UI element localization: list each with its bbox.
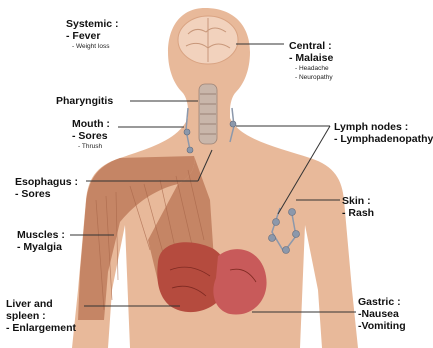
label-skin: Skin : - Rash xyxy=(342,195,374,219)
label-pharyngitis-title: Pharyngitis xyxy=(56,95,113,107)
label-systemic-title: Systemic : xyxy=(66,18,119,30)
label-esophagus-main: - Sores xyxy=(15,188,78,200)
pharynx-illustration xyxy=(199,84,217,144)
label-muscles: Muscles : - Myalgia xyxy=(17,229,65,253)
label-systemic-main: - Fever xyxy=(66,30,119,42)
label-central-main: - Malaise xyxy=(289,52,333,64)
label-mouth-title: Mouth : xyxy=(72,118,110,130)
lymph-node xyxy=(289,209,296,216)
label-esophagus-title: Esophagus : xyxy=(15,176,78,188)
label-central-minor1: - Headache xyxy=(289,65,333,72)
label-muscles-main: - Myalgia xyxy=(17,241,65,253)
label-gastric-main2: -Vomiting xyxy=(358,320,406,332)
lymph-node xyxy=(230,121,236,127)
label-lymph-nodes: Lymph nodes : - Lymphadenopathy xyxy=(334,121,433,145)
label-liver-spleen: Liver and spleen : - Enlargement xyxy=(6,298,76,334)
label-systemic: Systemic : - Fever - Weight loss xyxy=(66,18,119,51)
lymph-node xyxy=(269,235,276,242)
label-pharyngitis: Pharyngitis xyxy=(56,95,113,107)
label-skin-main: - Rash xyxy=(342,207,374,219)
lymph-node xyxy=(187,147,193,153)
label-central-minor2: - Neuropathy xyxy=(289,74,333,81)
label-gastric-main: -Nausea xyxy=(358,308,406,320)
label-liver-main: - Enlargement xyxy=(6,322,76,334)
label-central-title: Central : xyxy=(289,40,333,52)
label-skin-title: Skin : xyxy=(342,195,374,207)
label-gastric-title: Gastric : xyxy=(358,296,406,308)
label-systemic-minor: - Weight loss xyxy=(66,43,119,50)
label-mouth: Mouth : - Sores - Thrush xyxy=(72,118,110,151)
label-mouth-main: - Sores xyxy=(72,130,110,142)
label-gastric: Gastric : -Nausea -Vomiting xyxy=(358,296,406,332)
lymph-node xyxy=(283,247,290,254)
lymph-node xyxy=(293,231,300,238)
label-liver-title2: spleen : xyxy=(6,310,76,322)
abdominal-organs xyxy=(157,242,266,314)
label-mouth-minor: - Thrush xyxy=(72,143,110,150)
lymph-node xyxy=(273,219,280,226)
label-central: Central : - Malaise - Headache - Neuropa… xyxy=(289,40,333,81)
label-lymph-title: Lymph nodes : xyxy=(334,121,433,133)
label-esophagus: Esophagus : - Sores xyxy=(15,176,78,200)
label-lymph-main: - Lymphadenopathy xyxy=(334,133,433,145)
lymph-node xyxy=(184,129,190,135)
label-liver-title: Liver and xyxy=(6,298,76,310)
label-muscles-title: Muscles : xyxy=(17,229,65,241)
brain-illustration xyxy=(178,16,238,64)
